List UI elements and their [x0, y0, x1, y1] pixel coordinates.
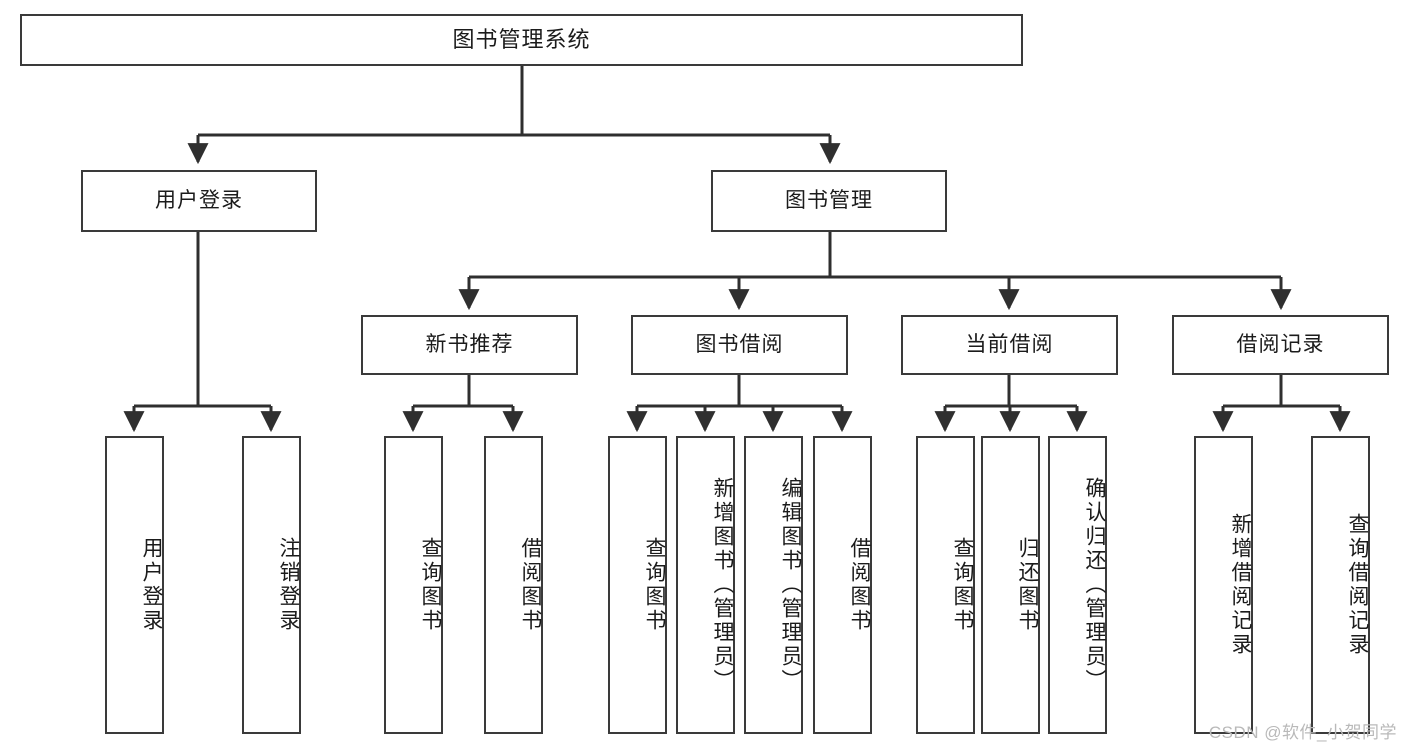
leaf-edit-book[interactable]: 编辑图书（管理员）	[744, 436, 803, 734]
node-root-label: 图书管理系统	[452, 26, 591, 52]
node-borrow-record[interactable]: 借阅记录	[1172, 315, 1389, 375]
node-book-manage-label: 图书管理	[785, 189, 873, 213]
node-root[interactable]: 图书管理系统	[20, 14, 1023, 66]
leaf-confirm-return[interactable]: 确认归还（管理员）	[1048, 436, 1107, 734]
leaf-query-book-3[interactable]: 查询图书	[916, 436, 975, 734]
leaf-confirm-return-label: 确认归还（管理员）	[1083, 477, 1106, 693]
node-book-borrow[interactable]: 图书借阅	[631, 315, 848, 375]
leaf-query-record[interactable]: 查询借阅记录	[1311, 436, 1370, 734]
leaf-add-record[interactable]: 新增借阅记录	[1194, 436, 1253, 734]
leaf-borrow-book-2-label: 借阅图书	[848, 537, 871, 633]
leaf-add-book-label: 新增图书（管理员）	[711, 477, 734, 693]
leaf-add-record-label: 新增借阅记录	[1229, 513, 1252, 657]
leaf-logout-login-label: 注销登录	[277, 537, 300, 633]
node-new-book-rec[interactable]: 新书推荐	[361, 315, 578, 375]
leaf-borrow-book-1-label: 借阅图书	[519, 537, 542, 633]
leaf-add-book[interactable]: 新增图书（管理员）	[676, 436, 735, 734]
node-book-borrow-label: 图书借阅	[695, 333, 784, 357]
leaf-borrow-book-1[interactable]: 借阅图书	[484, 436, 543, 734]
node-book-manage[interactable]: 图书管理	[711, 170, 947, 232]
node-borrow-record-label: 借阅记录	[1236, 333, 1325, 357]
leaf-query-book-1[interactable]: 查询图书	[384, 436, 443, 734]
leaf-query-book-2-label: 查询图书	[643, 537, 666, 633]
leaf-user-login-label: 用户登录	[140, 537, 163, 633]
leaf-logout-login[interactable]: 注销登录	[242, 436, 301, 734]
leaf-query-record-label: 查询借阅记录	[1346, 513, 1369, 657]
leaf-query-book-1-label: 查询图书	[419, 537, 442, 633]
node-user-login-label: 用户登录	[155, 189, 243, 213]
node-user-login[interactable]: 用户登录	[81, 170, 317, 232]
csdn-watermark: CSDN @软件_小贺同学	[1208, 723, 1397, 742]
leaf-query-book-3-label: 查询图书	[951, 537, 974, 633]
leaf-query-book-2[interactable]: 查询图书	[608, 436, 667, 734]
leaf-return-book-label: 归还图书	[1016, 537, 1039, 633]
node-current-borrow-label: 当前借阅	[965, 333, 1054, 357]
node-new-book-rec-label: 新书推荐	[425, 333, 514, 357]
leaf-user-login[interactable]: 用户登录	[105, 436, 164, 734]
leaf-return-book[interactable]: 归还图书	[981, 436, 1040, 734]
leaf-edit-book-label: 编辑图书（管理员）	[779, 477, 802, 693]
node-current-borrow[interactable]: 当前借阅	[901, 315, 1118, 375]
leaf-borrow-book-2[interactable]: 借阅图书	[813, 436, 872, 734]
